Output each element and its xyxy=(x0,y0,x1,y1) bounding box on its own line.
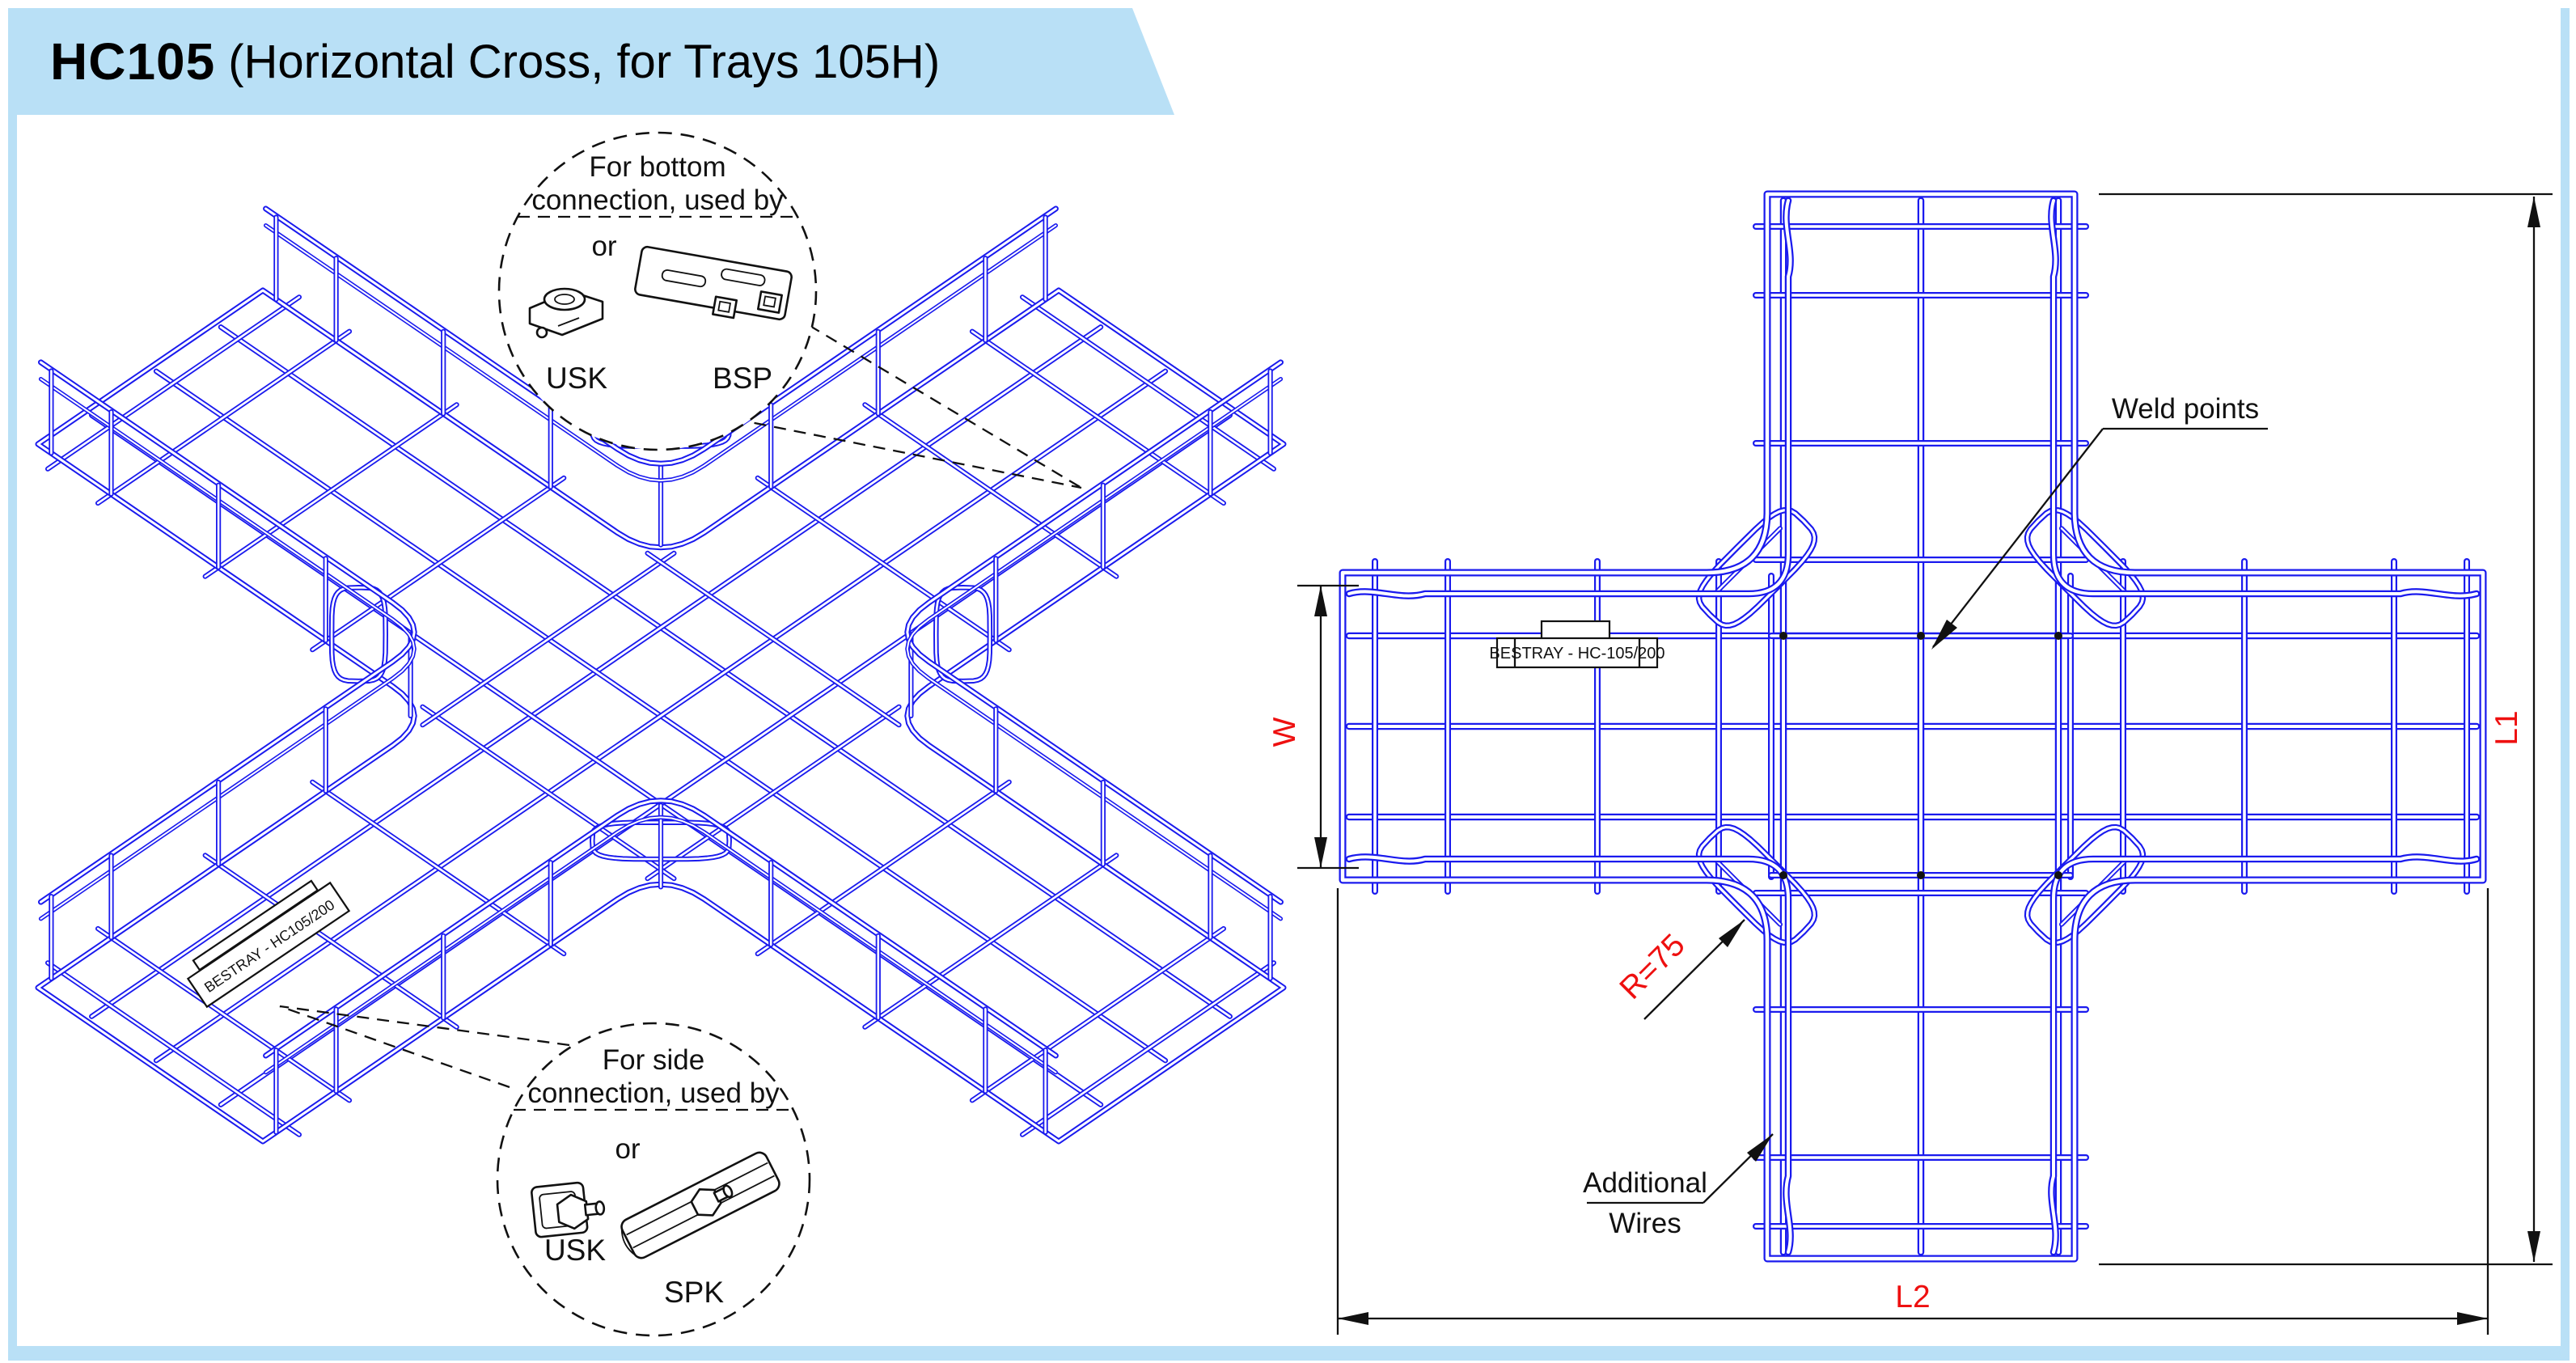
detail-leaders xyxy=(279,324,1082,1089)
dim-w-label: W xyxy=(1267,717,1302,747)
leader-bottom-connection-1 xyxy=(808,324,1082,489)
title-banner: HC105 (Horizontal Cross, for Trays 105H) xyxy=(8,8,1174,115)
bubble-title-2: connection, used by xyxy=(527,1077,780,1109)
or-label: or xyxy=(591,231,616,262)
spk-icon xyxy=(620,1151,780,1259)
isometric-view xyxy=(35,205,1287,1145)
dim-w: W xyxy=(1267,584,1359,870)
weld-dots xyxy=(1779,632,2062,879)
label-plate xyxy=(186,881,351,1009)
bubble-bottom-connection: For bottom connection, used by or USK BS… xyxy=(497,131,818,451)
additional-wires-annotation: Additional Wires xyxy=(1583,1133,1774,1239)
plan-tray-label: BESTRAY - HC-105/200 xyxy=(1489,645,1664,662)
usk-label: USK xyxy=(546,362,607,395)
dim-l2: L2 xyxy=(1336,888,2489,1335)
product-subtitle: (Horizontal Cross, for Trays 105H) xyxy=(228,35,941,88)
leader-bottom-connection-2 xyxy=(734,417,1082,489)
spk-label: SPK xyxy=(664,1276,724,1309)
label-plate xyxy=(1495,637,1659,669)
dim-l1: L1 xyxy=(2099,193,2553,1266)
bubble-title-1: For side xyxy=(603,1044,704,1076)
radius-label: R=75 xyxy=(1614,928,1692,1006)
bubble-side-connection: For side connection, used by or USK SPK xyxy=(496,1022,811,1337)
bubble-title-2: connection, used by xyxy=(531,184,784,216)
additional-wires-label-2: Wires xyxy=(1609,1208,1681,1239)
usk-label: USK xyxy=(544,1234,606,1267)
usk-side-icon xyxy=(531,1181,606,1238)
plan-tray-label-plate: BESTRAY - HC-105/200 xyxy=(1489,620,1665,669)
bubble-title-1: For bottom xyxy=(589,151,725,183)
leader-side-connection-2 xyxy=(279,1005,570,1047)
bsp-label: BSP xyxy=(713,362,772,395)
dim-l2-label: L2 xyxy=(1895,1280,1930,1314)
label-tab xyxy=(1540,620,1611,641)
frame-bottom xyxy=(8,1346,2570,1361)
bsp-icon xyxy=(634,245,793,321)
bubble-circle xyxy=(496,1022,811,1337)
frame-left xyxy=(8,8,17,1361)
plan-view xyxy=(1339,190,2487,1263)
additional-wires-label-1: Additional xyxy=(1583,1167,1707,1199)
radius-annotation: R=75 xyxy=(1614,919,1745,1020)
leader-side-connection-1 xyxy=(279,1005,510,1089)
weld-points-annotation: Weld points xyxy=(1931,393,2268,650)
product-code: HC105 xyxy=(50,32,216,91)
frame-right xyxy=(2561,8,2570,1361)
weld-points-label: Weld points xyxy=(2112,393,2259,425)
usk-bottom-icon xyxy=(528,287,604,339)
or-label: or xyxy=(615,1133,640,1165)
dim-l1-label: L1 xyxy=(2489,710,2524,745)
